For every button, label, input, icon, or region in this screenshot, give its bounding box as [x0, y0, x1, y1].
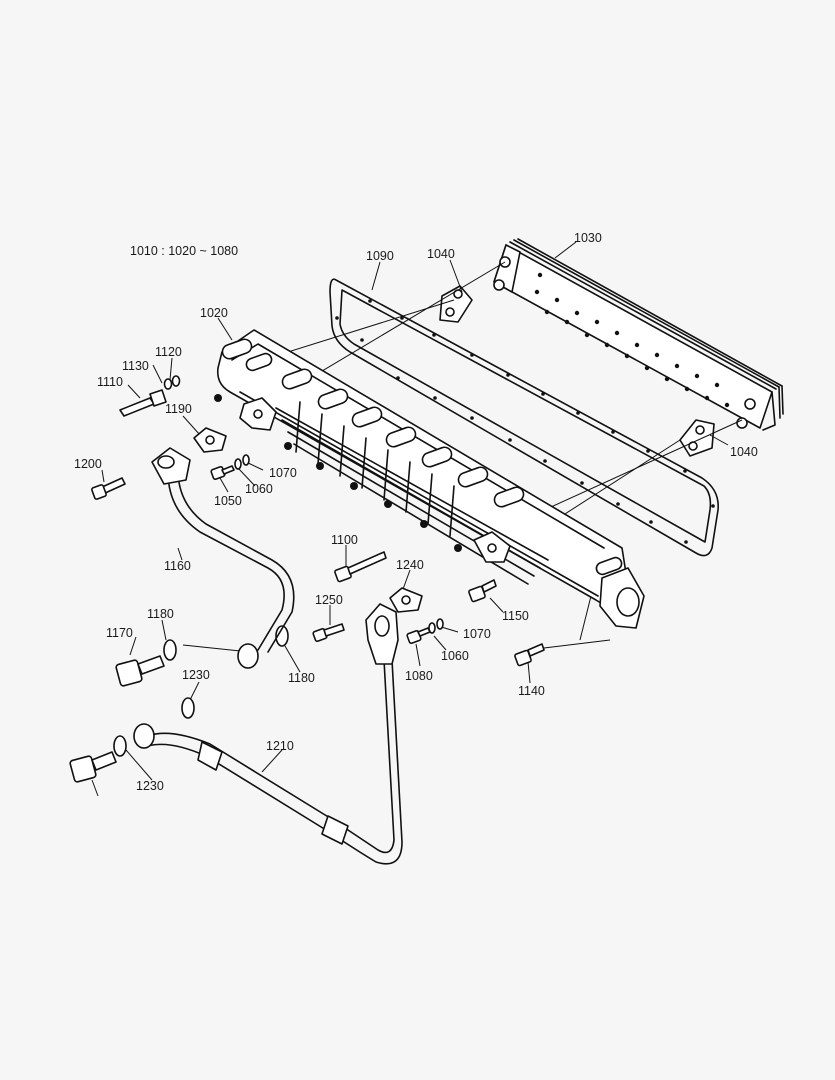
callout-1020: 1020 [200, 306, 228, 320]
callout-1130: 1130 [122, 359, 149, 373]
oil-cooler-housing [214, 329, 645, 629]
callout-1120: 1120 [155, 345, 182, 359]
callout-1080: 1080 [405, 669, 433, 683]
callout-1050: 1050 [214, 494, 242, 508]
callout-1030: 1030 [574, 231, 602, 245]
callout-1150: 1150 [502, 609, 529, 623]
gasket-upper [439, 285, 473, 323]
callout-1140: 1140 [518, 684, 545, 698]
callout-1210: 1210 [266, 739, 294, 753]
callout-1110: 1110 [97, 375, 123, 389]
callout-1100: 1100 [331, 533, 358, 547]
callout-1060-upper: 1060 [245, 482, 273, 496]
callout-1070-lower: 1070 [463, 627, 491, 641]
oil-cooler-element [493, 238, 784, 431]
callout-1090: 1090 [366, 249, 394, 263]
callout-1040-upper: 1040 [427, 247, 455, 261]
callout-1170: 1170 [106, 626, 133, 640]
callout-labels: 1030 1040 1040 1090 1020 1120 1130 1110 … [74, 231, 758, 793]
callout-1190: 1190 [165, 402, 192, 416]
gasket-lower [679, 419, 715, 457]
callout-1160: 1160 [164, 559, 191, 573]
oil-pipe-1210 [133, 603, 403, 865]
callout-1180-left: 1180 [147, 607, 174, 621]
callout-1230-upper: 1230 [182, 668, 210, 682]
callout-1060-lower: 1060 [441, 649, 469, 663]
callout-1250: 1250 [315, 593, 343, 607]
callout-1180-right: 1180 [288, 671, 315, 685]
cover-gasket [329, 278, 719, 557]
fasteners [69, 375, 545, 783]
callout-1070-upper: 1070 [269, 466, 297, 480]
callout-1230-lower: 1230 [136, 779, 164, 793]
oil-pipe-1160 [151, 447, 295, 669]
callout-1240: 1240 [396, 558, 424, 572]
assembly-note: 1010 : 1020 ~ 1080 [130, 244, 238, 258]
callout-1200: 1200 [74, 457, 102, 471]
callout-1040-lower: 1040 [730, 445, 758, 459]
